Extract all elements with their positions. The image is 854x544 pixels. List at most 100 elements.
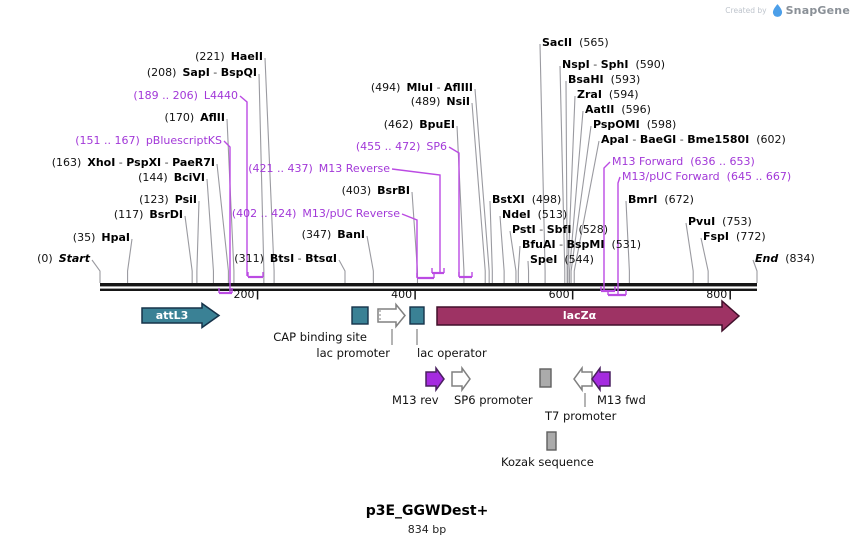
site-label-mlui-afliii[interactable]: (494)MluI - AflIII (371, 82, 473, 94)
site-label-btsi-bts-i[interactable]: (311)BtsI - BtsαI (234, 253, 337, 265)
site-position: (455 .. 472) (355, 140, 421, 153)
site-label-psii[interactable]: (123)PsiI (139, 194, 197, 206)
ruler-tick-label-400: 400 (391, 288, 413, 301)
site-label-bsrdi[interactable]: (117)BsrDI (114, 209, 183, 221)
primer-leader-l4440 (239, 95, 248, 276)
primer-leader-m13-puc-reverse (401, 213, 418, 277)
site-label-bsrbi[interactable]: (403)BsrBI (342, 185, 410, 197)
site-position: (489) (410, 95, 441, 108)
enzyme-name: SapI - BspQI (182, 66, 257, 79)
site-leader-fspi (700, 237, 709, 283)
site-label-bpuei[interactable]: (462)BpuEI (384, 119, 455, 131)
site-label-nspi-sphi[interactable]: NspI - SphI(590) (562, 59, 665, 71)
feature-arrow-lacz[interactable] (436, 299, 741, 333)
site-label-pbluescriptks[interactable]: (151 .. 167)pBluescriptKS (75, 135, 222, 147)
enzyme-name: BfuAI - BspMI (522, 238, 605, 251)
enzyme-name: PvuI (688, 215, 716, 228)
site-label-bmri[interactable]: BmrI(672) (628, 194, 694, 206)
feature-arrow-m13-fwd[interactable] (591, 365, 611, 393)
site-position: (834) (785, 252, 815, 265)
feature-label-sp6-promoter[interactable]: SP6 promoter (454, 393, 533, 407)
feature-name-attl3: attL3 (155, 308, 189, 322)
site-label-m13-forward[interactable]: M13 Forward(636 .. 653) (612, 156, 755, 168)
feature-box-kozak-sequence[interactable] (546, 431, 557, 451)
site-position: (596) (621, 103, 651, 116)
site-label-spei[interactable]: SpeI(544) (530, 254, 594, 266)
site-label-m13-reverse[interactable]: (421 .. 437)M13 Reverse (248, 163, 390, 175)
site-label-haeii[interactable]: (221)HaeII (195, 51, 263, 63)
site-label-end[interactable]: End(834) (755, 253, 815, 265)
enzyme-name: PstI - SbfI (512, 223, 572, 236)
site-position: (602) (756, 133, 786, 146)
site-label-sapi-bspqi[interactable]: (208)SapI - BspQI (147, 67, 257, 79)
site-position: (594) (608, 88, 639, 101)
feature-box-cap-binding-site[interactable] (351, 306, 369, 325)
site-leader-bfuai-bspmi (517, 245, 521, 283)
ruler-tick-label-600: 600 (548, 288, 570, 301)
feature-box-lac-operator[interactable] (409, 306, 425, 325)
feature-arrow-sp6-promoter[interactable] (451, 365, 471, 393)
site-label-xhoi-pspxi-paer7i[interactable]: (163)XhoI - PspXI - PaeR7I (52, 157, 215, 169)
site-label-hpai[interactable]: (35)HpaI (73, 232, 130, 244)
primer-leader-sp6 (448, 146, 460, 276)
site-leader-nspi-sphi (559, 65, 566, 283)
site-leader-apai-baegi-bme1580i (573, 140, 600, 283)
site-leader-xhoi-pspxi-paer7i (216, 163, 229, 283)
site-label-pvui[interactable]: PvuI (753) (688, 216, 752, 228)
site-label-psti-sbfi[interactable]: PstI - SbfI(528) (512, 224, 608, 236)
site-label-zrai[interactable]: ZraI(594) (577, 89, 639, 101)
feature-label-lac-operator[interactable]: lac operator (417, 346, 487, 360)
site-label-apai-baegi-bme1580i[interactable]: ApaI - BaeGI - Bme1580I (602) (601, 134, 786, 146)
site-label-aatii[interactable]: AatII(596) (585, 104, 651, 116)
site-position: (163) (51, 156, 82, 169)
site-label-nsii[interactable]: (489)NsiI (411, 96, 470, 108)
site-leader-sacii (539, 43, 546, 283)
site-label-m13-puc-forward[interactable]: M13/pUC Forward(645 .. 667) (622, 171, 791, 183)
primer-leader-m13-puc-forward (617, 176, 621, 294)
site-label-fspi[interactable]: FspI(772) (703, 231, 766, 243)
site-label-bcivi[interactable]: (144)BciVI (138, 172, 205, 184)
site-position: (221) (195, 50, 225, 63)
feature-label-cap-binding-site[interactable]: CAP binding site (273, 330, 367, 344)
site-label-m13-puc-reverse[interactable]: (402 .. 424)M13/pUC Reverse (232, 208, 400, 220)
enzyme-name: BanI (337, 228, 365, 241)
site-position: (636 .. 653) (690, 155, 755, 168)
site-label-bani[interactable]: (347)BanI (302, 229, 365, 241)
feature-label-t7-promoter[interactable]: T7 promoter (545, 409, 617, 423)
site-label-sp6[interactable]: (455 .. 472)SP6 (356, 141, 447, 153)
site-label-bsahi[interactable]: BsaHI(593) (568, 74, 640, 86)
feature-label-m13-rev[interactable]: M13 rev (392, 393, 439, 407)
site-label-ndei[interactable]: NdeI(513) (502, 209, 567, 221)
site-label-aflii[interactable]: (170)AflII (165, 112, 225, 124)
primer-name: M13/pUC Reverse (302, 207, 400, 220)
site-leader-mlui-afliii (474, 88, 490, 283)
feature-name-lacz: lacZα (562, 309, 597, 322)
enzyme-name: NspI - SphI (562, 58, 629, 71)
feature-box-misc-feature[interactable] (539, 368, 552, 388)
enzyme-name: HpaI (101, 231, 130, 244)
site-position: (753) (722, 215, 752, 228)
site-position: (462) (383, 118, 414, 131)
site-leader-spei (527, 260, 530, 283)
feature-arrow-lac-promoter[interactable] (377, 302, 406, 329)
feature-label-kozak-sequence[interactable]: Kozak sequence (501, 455, 594, 469)
site-label-bfuai-bspmi[interactable]: BfuAI - BspMI(531) (522, 239, 641, 251)
feature-label-lac-promoter[interactable]: lac promoter (316, 346, 390, 360)
site-leader-bsahi (565, 80, 568, 283)
enzyme-name: BsaHI (568, 73, 604, 86)
site-label-start[interactable]: (0)Start (37, 253, 90, 265)
site-label-pspomi[interactable]: PspOMI(598) (593, 119, 676, 131)
site-label-bstxi[interactable]: BstXI(498) (492, 194, 561, 206)
enzyme-name: MluI - AflIII (406, 81, 473, 94)
feature-arrow-m13-rev[interactable] (425, 365, 445, 393)
enzyme-name: SpeI (530, 253, 558, 266)
feature-label-m13-fwd[interactable]: M13 fwd (597, 393, 646, 407)
site-label-l4440[interactable]: (189 .. 206)L4440 (133, 90, 238, 102)
enzyme-name: NdeI (502, 208, 531, 221)
enzyme-name: BciVI (173, 171, 205, 184)
feature-arrow-t7-promoter[interactable] (573, 365, 593, 393)
site-label-sacii[interactable]: SacII(565) (542, 37, 609, 49)
feature-arrow-attl3[interactable] (141, 302, 221, 329)
enzyme-name: ApaI - BaeGI - Bme1580I (601, 133, 750, 146)
